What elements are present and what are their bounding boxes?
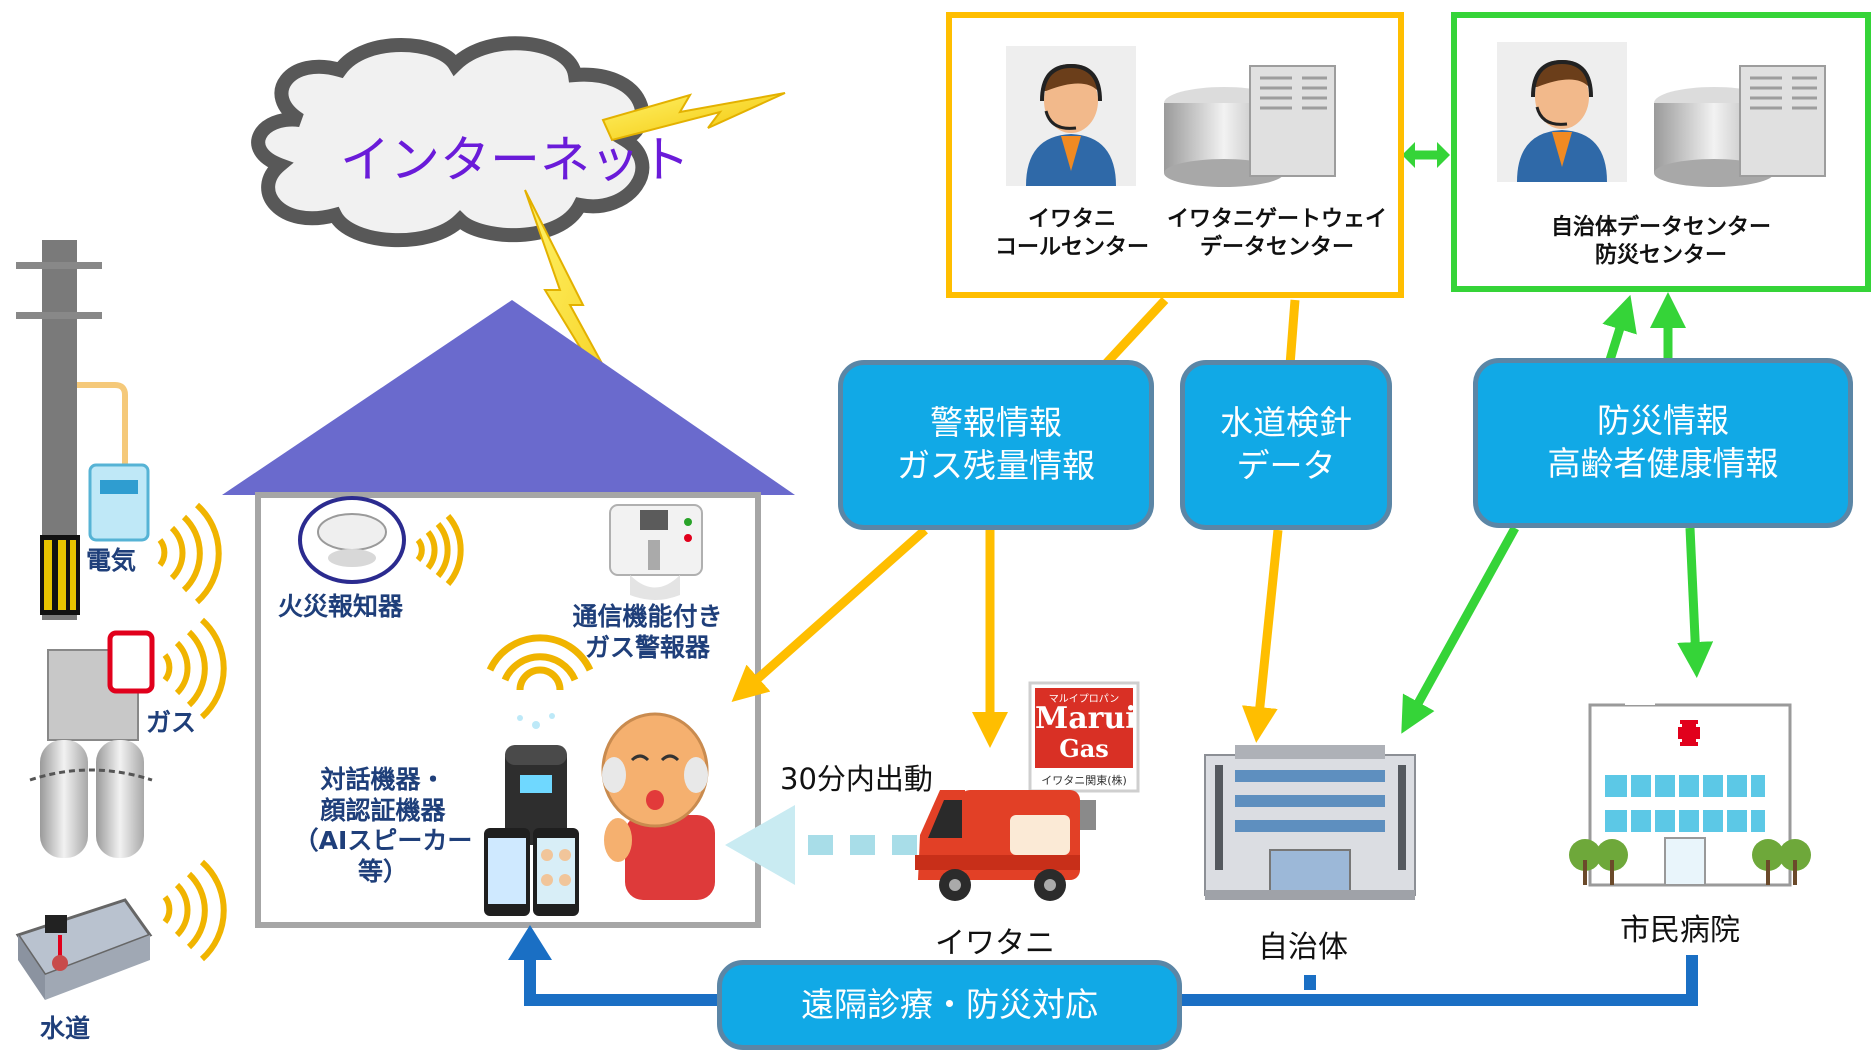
wifi-waves-icon — [157, 502, 594, 962]
sign-brand-marui: Marui — [1035, 701, 1137, 736]
utility-pole — [16, 240, 150, 620]
marui-gas-sign — [1028, 681, 1140, 830]
server-icon — [1654, 65, 1826, 187]
operator-icon — [1497, 42, 1627, 182]
municipal-center-panel: 自治体データセンター防災センター — [1451, 12, 1871, 292]
smoke-detector-icon — [298, 496, 406, 584]
elderly-person-icon — [601, 712, 715, 900]
municipal-building-icon — [1204, 745, 1416, 900]
dispatch-arrow — [725, 805, 917, 885]
internet-cloud — [251, 36, 650, 248]
ai-device-label: 対話機器・顔認証機器（AIスピーカー等） — [293, 765, 473, 886]
iwatani-center-panel: イワタニコールセンター イワタニゲートウェイデータセンター — [946, 12, 1404, 298]
ai-speaker-icon — [505, 713, 567, 845]
sign-company-text: イワタニ関東(株) — [1041, 774, 1127, 787]
gas-label: ガス — [146, 708, 197, 737]
iwatani-label: イワタニ — [935, 926, 1055, 961]
water-meter — [15, 898, 153, 1000]
alarm-info-box: 警報情報ガス残量情報 — [838, 360, 1154, 530]
municipality-label: 自治体 — [1258, 930, 1348, 965]
lightning-bolt-icon — [524, 92, 786, 496]
server-icon — [1164, 65, 1336, 187]
smoke-detector-label: 火災報知器 — [278, 592, 404, 621]
gas-meter — [29, 630, 155, 858]
electric-label: 電気 — [86, 546, 137, 575]
gas-alarm-icon — [609, 504, 703, 600]
dispatch-label: 30分内出動 — [780, 762, 933, 796]
sign-top-text: マルイプロパン — [1048, 694, 1120, 705]
delivery-truck-icon — [915, 790, 1080, 901]
smartphone-icon — [484, 828, 579, 916]
internet-label: インターネット — [340, 131, 690, 189]
water-label: 水道 — [40, 1014, 91, 1043]
municipal-center-label: 自治体データセンター防災センター — [1550, 215, 1771, 268]
operator-icon — [1006, 46, 1136, 186]
telemedicine-box: 遠隔診療・防災対応 — [717, 960, 1182, 1050]
hospital-icon — [1569, 680, 1811, 887]
iwatani-gateway-label: イワタニゲートウェイデータセンター — [1167, 207, 1388, 260]
hospital-label: 市民病院 — [1620, 913, 1740, 948]
sign-brand-gas: Gas — [1059, 734, 1109, 763]
water-data-box: 水道検針データ — [1180, 360, 1392, 530]
disaster-info-box: 防災情報高齢者健康情報 — [1473, 358, 1853, 528]
iwatani-call-center-label: イワタニコールセンター — [994, 207, 1149, 260]
gas-alarm-label: 通信機能付きガス警報器 — [572, 602, 723, 662]
